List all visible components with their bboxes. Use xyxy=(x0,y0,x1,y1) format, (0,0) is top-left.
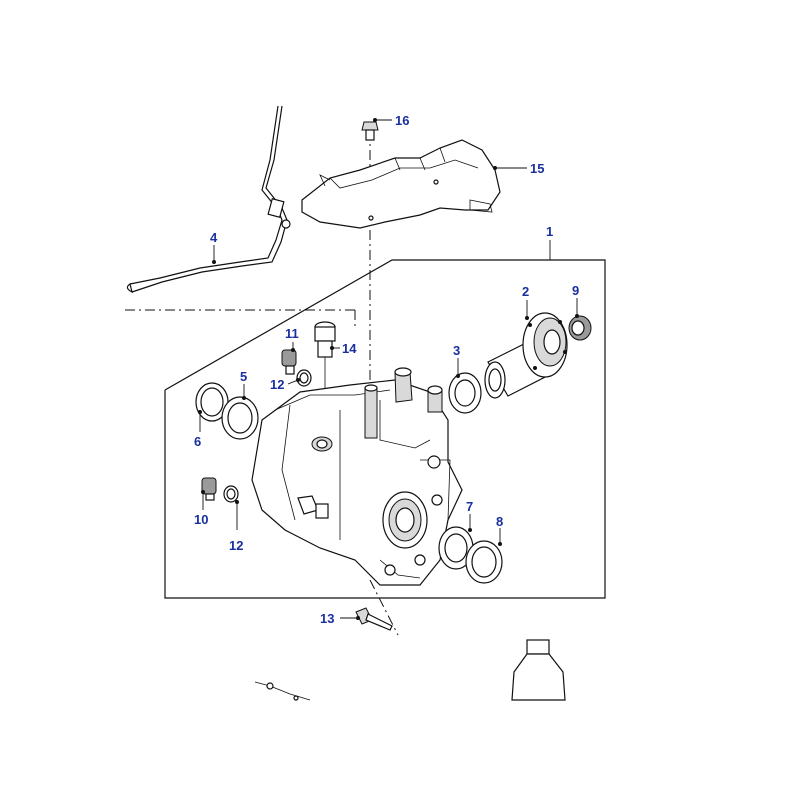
callout-3: 3 xyxy=(453,343,460,358)
part-washer-upper xyxy=(296,369,312,387)
callout-1: 1 xyxy=(546,224,553,239)
callout-14: 14 xyxy=(342,341,357,356)
part-breather-hose xyxy=(126,105,291,294)
part-transfer-case-housing xyxy=(251,367,463,586)
part-seal-8 xyxy=(465,540,503,584)
part-bolt-bottom xyxy=(355,607,393,631)
callout-4: 4 xyxy=(210,230,218,245)
assembly-frame xyxy=(164,259,606,599)
part-sensor xyxy=(314,321,336,425)
callout-8: 8 xyxy=(496,514,503,529)
callout-10: 10 xyxy=(194,512,208,527)
part-bolt-top xyxy=(361,121,379,141)
callout-13: 13 xyxy=(320,611,334,626)
callout-11: 11 xyxy=(285,326,299,341)
part-plug-lower xyxy=(201,477,217,501)
callout-12-lower: 12 xyxy=(229,538,243,553)
part-seal-left-5 xyxy=(221,396,259,440)
callout-5: 5 xyxy=(240,369,247,384)
part-heat-shield xyxy=(301,139,501,229)
callout-7: 7 xyxy=(466,499,473,514)
callout-6: 6 xyxy=(194,434,201,449)
part-plug-upper xyxy=(281,349,297,375)
part-seal-left-6 xyxy=(195,382,229,422)
callout-12-upper: 12 xyxy=(270,377,284,392)
callout-2: 2 xyxy=(522,284,529,299)
callout-9: 9 xyxy=(572,283,579,298)
leader-lines xyxy=(198,118,579,620)
oil-bottle xyxy=(511,639,566,701)
callout-labels: 1 2 3 4 5 6 7 8 9 10 11 12 12 13 14 15 1… xyxy=(194,113,579,626)
wiring-harness xyxy=(254,681,311,701)
callout-15: 15 xyxy=(530,161,544,176)
part-seal-3 xyxy=(448,372,482,414)
part-output-flange xyxy=(484,312,568,399)
part-washer-lower xyxy=(223,485,239,503)
part-flange-nut xyxy=(568,315,592,341)
callout-16: 16 xyxy=(395,113,409,128)
